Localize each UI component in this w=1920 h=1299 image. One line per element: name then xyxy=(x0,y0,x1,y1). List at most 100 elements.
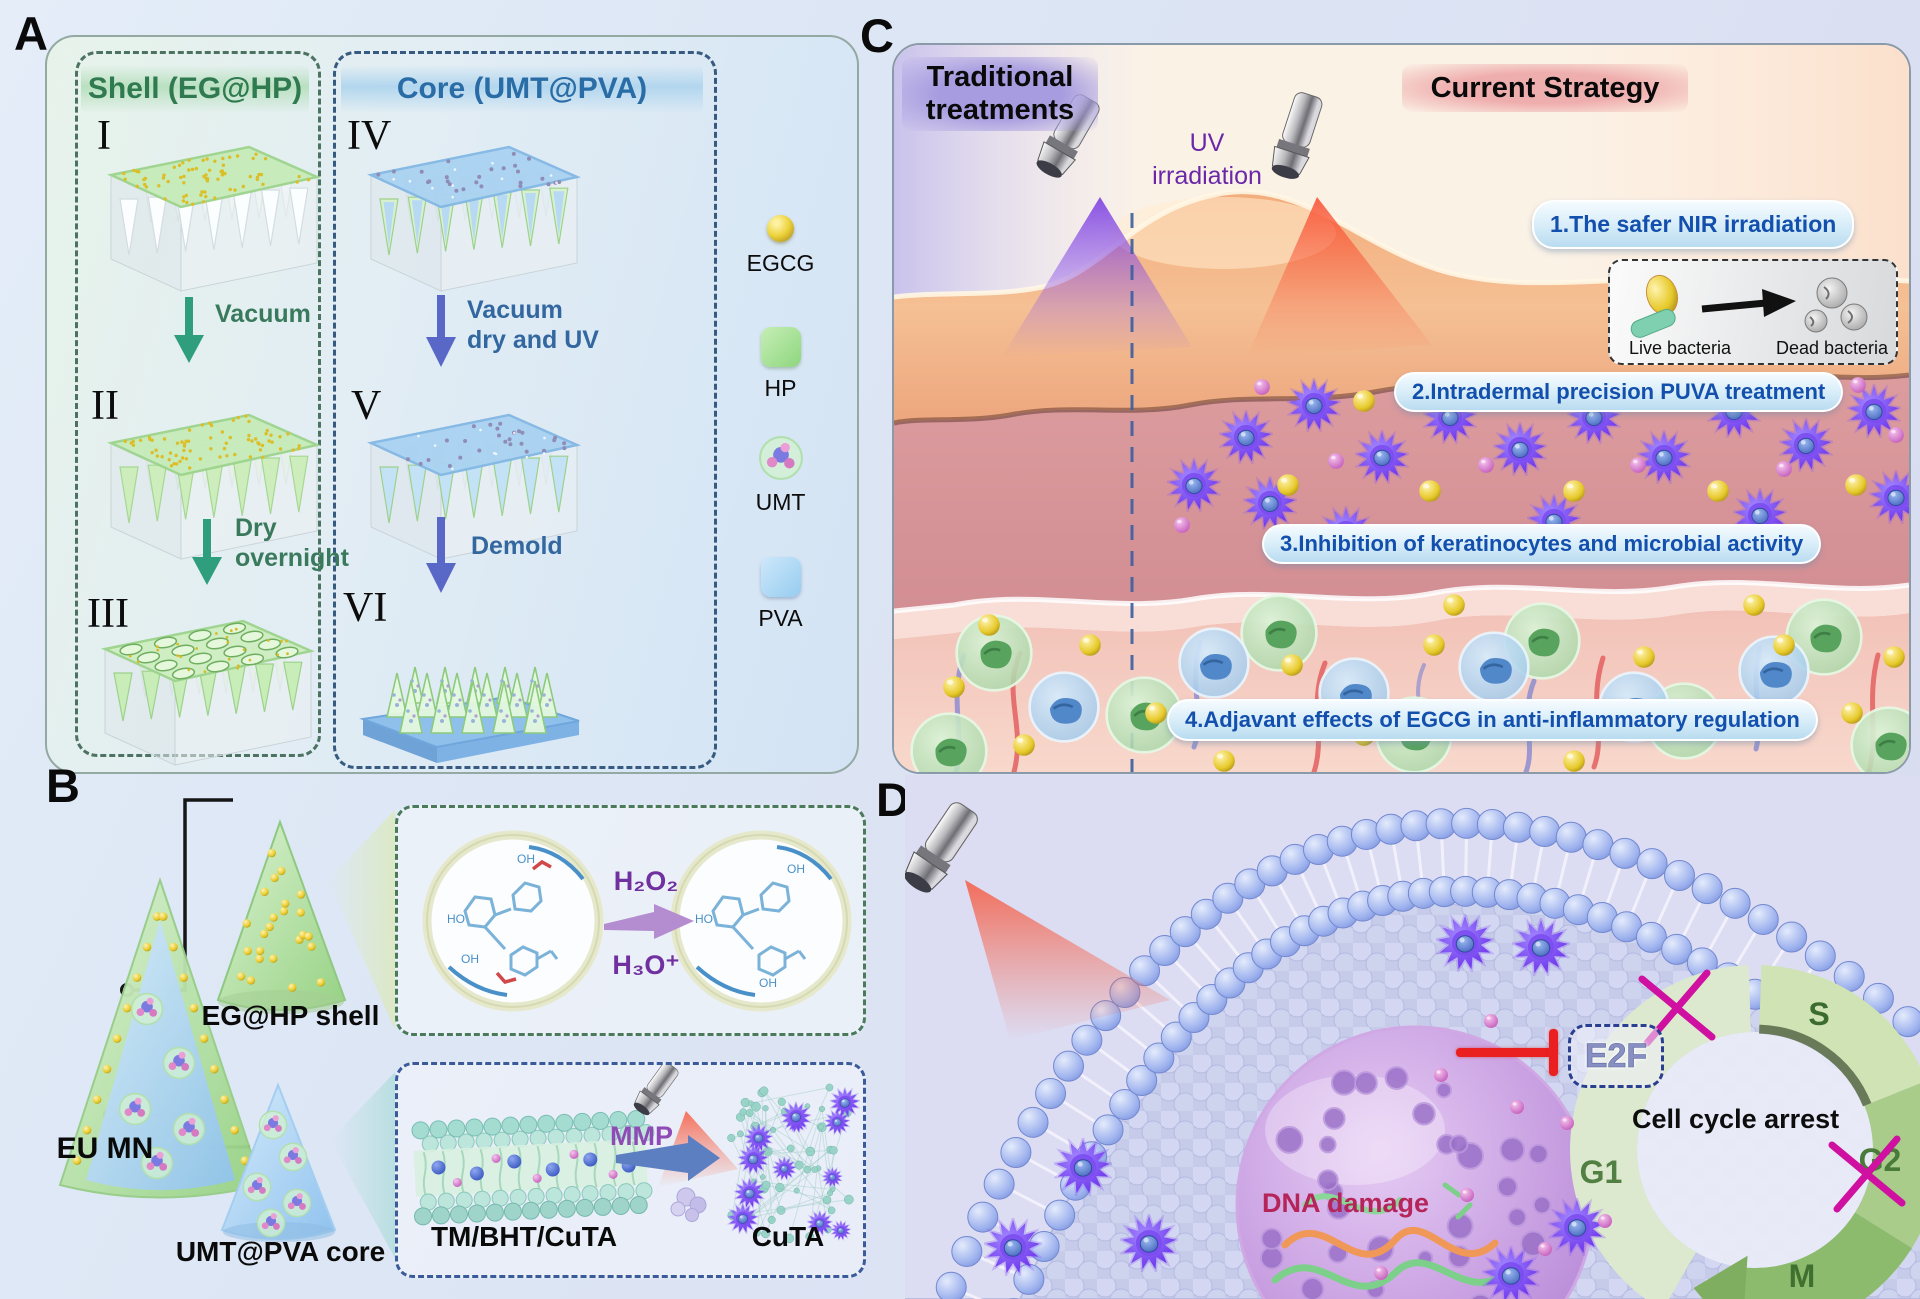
demold-arrow-icon xyxy=(426,517,456,593)
phase-s-label: S xyxy=(1808,996,1829,1032)
mold-step6-illustration xyxy=(355,603,585,780)
cuta-label: CuTA xyxy=(751,1221,825,1252)
dead-bacteria-label: Dead bacteria xyxy=(1775,338,1889,358)
vacuum-label: Vacuum xyxy=(215,300,311,328)
reaction-illustration: HO OH OH HO OH OH H₂O₂ H₃O⁺ xyxy=(422,830,852,1012)
strategy-point-pill-1: 1.The safer NIR irradiation xyxy=(1532,200,1855,249)
step-numeral-1: I xyxy=(97,113,111,159)
egcg-boronate-reaction-box: HO OH OH HO OH OH H₂O₂ H₃O⁺ xyxy=(395,805,866,1036)
reaction-arrow-icon xyxy=(604,904,694,939)
cell-mechanism-illustration: S G2 M G1 xyxy=(905,775,1920,1299)
core-process-box xyxy=(333,51,717,769)
phase-g1-label: G1 xyxy=(1580,1154,1623,1190)
green-rounded-square-icon xyxy=(760,327,801,367)
legend-item-pva: PVA xyxy=(727,557,834,632)
panel-c-strategy: Traditional treatments Current Strategy … xyxy=(892,43,1911,774)
microneedle-composition-illustration xyxy=(58,798,395,1258)
svg-text:OH: OH xyxy=(787,862,805,876)
nucleus xyxy=(1235,1025,1595,1299)
legend-item-egcg: EGCG xyxy=(727,215,834,277)
panel-a-fabrication: Shell (EG@HP) Core (UMT@PVA) I II III IV… xyxy=(45,35,859,774)
panel-a-letter: A xyxy=(14,7,48,60)
strategy-point-pill-4: 4.Adjavant effects of EGCG in anti-infla… xyxy=(1167,699,1818,741)
strategy-point-pill-2: 2.Intradermal precision PUVA treatment xyxy=(1394,372,1844,412)
strategy-point-pill-3: 3.Inhibition of keratinocytes and microb… xyxy=(1262,524,1822,564)
mmp-arrow-icon xyxy=(616,1135,720,1181)
mold-step1-illustration xyxy=(99,129,329,306)
core-funnel-glow xyxy=(330,1072,395,1258)
svg-text:OH: OH xyxy=(517,852,535,866)
mold-step5-illustration xyxy=(359,397,589,574)
dry-line1: Dry xyxy=(235,514,277,542)
dry-line2: overnight xyxy=(235,544,349,572)
mmp-label: MMP xyxy=(610,1121,673,1151)
mold-step4-illustration xyxy=(359,129,589,306)
trad-line2: treatments xyxy=(925,94,1075,126)
phase-m-label: M xyxy=(1789,1258,1816,1294)
h2o2-label: H₂O₂ xyxy=(614,866,679,896)
damaged-dna xyxy=(1271,1182,1514,1290)
svg-text:OH: OH xyxy=(759,976,777,990)
panel-b-letter: B xyxy=(46,759,80,812)
inhibition-bar xyxy=(1549,1029,1558,1076)
bacteria-illustration xyxy=(1630,274,1868,338)
dry-overnight-label: Dry overnight xyxy=(235,513,349,573)
bacteria-inset: Live bacteria Dead bacteria xyxy=(1608,259,1898,365)
demold-label: Demold xyxy=(471,532,563,560)
step-numeral-2: II xyxy=(91,383,119,429)
released-egcg-molecule: HO OH OH xyxy=(670,830,852,1012)
vacuum-dry-uv-label: Vacuum dry and UV xyxy=(467,295,599,355)
blue-rounded-square-icon xyxy=(760,557,801,597)
svg-text:HO: HO xyxy=(695,912,713,926)
vduv-line2: dry and UV xyxy=(467,326,599,354)
legend-label-egcg: EGCG xyxy=(746,250,815,276)
cell-cycle-arrest-label: Cell cycle arrest xyxy=(1632,1104,1840,1134)
legend-label-umt: UMT xyxy=(755,489,806,515)
uv-line2: irradiation xyxy=(1152,162,1262,190)
shell-funnel-glow xyxy=(328,810,395,1030)
legend-item-hp: HP xyxy=(727,327,834,402)
e2f-label-box: E2F xyxy=(1568,1024,1664,1088)
trad-line1: Traditional xyxy=(926,61,1074,93)
eu-mn-cone xyxy=(58,876,264,1199)
uv-line1: UV xyxy=(1189,129,1225,157)
live-bacteria-label: Live bacteria xyxy=(1628,338,1732,358)
protected-egcg-molecule: HO OH OH xyxy=(422,830,604,1012)
lipid-membrane xyxy=(411,1110,655,1226)
membrane-mmp-box: MMP TM/BHT/CuTA CuTA xyxy=(395,1059,866,1278)
vacuum-uv-arrow-icon xyxy=(426,295,456,367)
yellow-sphere-icon xyxy=(767,215,794,242)
step-numeral-6: VI xyxy=(343,585,388,631)
panel-c-letter: C xyxy=(860,9,894,62)
umt-pva-core-cone xyxy=(220,1082,337,1242)
vacuum-arrow-icon xyxy=(174,297,204,363)
svg-text:HO: HO xyxy=(447,912,465,926)
mold-step3-illustration xyxy=(93,603,323,780)
mmp-cleavage-illustration: MMP xyxy=(411,1059,861,1244)
mold-step2-illustration xyxy=(99,397,329,574)
current-strategy-banner: Current Strategy xyxy=(1402,64,1688,112)
nir-beam-d xyxy=(965,880,1170,1040)
step-numeral-5: V xyxy=(351,383,382,429)
core-title: Core (UMT@PVA) xyxy=(341,65,703,113)
shell-cone-label: EG@HP shell xyxy=(201,1000,380,1031)
shell-title: Shell (EG@HP) xyxy=(81,65,309,113)
panel-d-letter: D xyxy=(876,773,910,826)
core-cone-label: UMT@PVA core xyxy=(175,1236,386,1267)
nir-beam xyxy=(1247,197,1432,357)
traditional-treatments-banner: Traditional treatments xyxy=(902,57,1098,131)
tm-bht-cuta-label: TM/BHT/CuTA xyxy=(430,1221,618,1252)
dna-damage-label: DNA damage xyxy=(1262,1188,1430,1218)
dry-overnight-arrow-icon xyxy=(192,519,222,585)
mmp-enzyme-blob xyxy=(670,1187,707,1222)
nanoparticle-cluster-icon xyxy=(758,436,803,480)
legend-label-hp: HP xyxy=(764,375,797,401)
inhibition-line xyxy=(1456,1048,1552,1057)
svg-text:OH: OH xyxy=(461,952,479,966)
uv-beam xyxy=(1002,197,1192,357)
cycle-inner-disk xyxy=(1637,1032,1873,1268)
step-numeral-4: IV xyxy=(347,113,392,159)
eg-hp-shell-cone xyxy=(216,819,347,1014)
h3o-label: H₃O⁺ xyxy=(612,950,679,980)
